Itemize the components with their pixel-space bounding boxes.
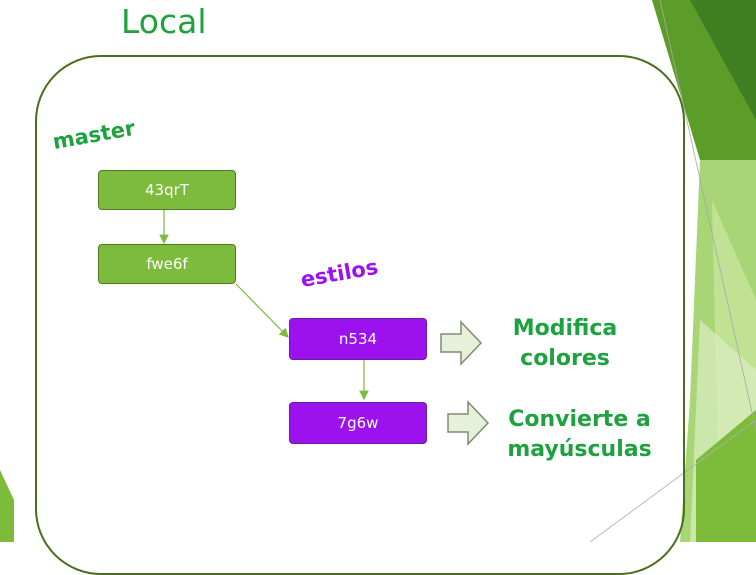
background-decoration [0,0,756,542]
commit-node[interactable]: n534 [289,318,427,360]
connector-fwe6f-n534 [235,283,289,338]
connector-layer [159,210,490,446]
note-line: colores [520,346,610,371]
note-line: Modifica [512,316,618,341]
block-arrow-2 [447,400,490,446]
note-line: mayúsculas [507,437,652,462]
commit-node[interactable]: 43qrT [98,170,236,210]
block-arrow-1 [440,320,483,366]
slide-title: Local [121,2,207,41]
commit-node[interactable]: fwe6f [98,244,236,284]
note-modifica-colores: Modifica colores [494,314,636,374]
note-convierte-mayusculas: Convierte a mayúsculas [493,405,666,465]
commit-node[interactable]: 7g6w [289,402,427,444]
note-line: Convierte a [508,407,651,432]
